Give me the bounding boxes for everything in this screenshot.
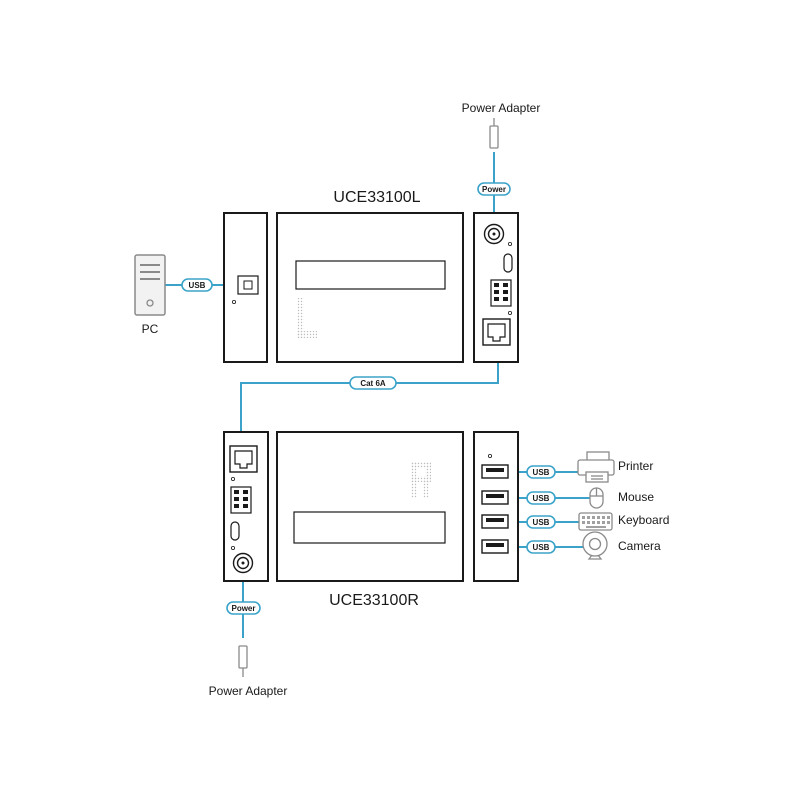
remote-top-body [276, 431, 464, 582]
local-front-slot [295, 260, 446, 290]
remote-unit [223, 431, 519, 582]
local-terminal-block [490, 279, 512, 315]
power-adapter-top-label: Power Adapter [462, 101, 541, 115]
camera-label: Camera [618, 539, 661, 553]
local-unit-model: UCE33100L [333, 189, 420, 206]
svg-text:USB: USB [533, 543, 550, 552]
usb-a-port-1 [481, 464, 509, 479]
keyboard-label: Keyboard [618, 513, 669, 527]
pc-label: PC [142, 322, 159, 336]
keyboard-usb-pill: USB [526, 515, 556, 529]
power-plug-bottom-icon [238, 645, 248, 677]
usb-b-port [231, 275, 259, 304]
svg-text:Power: Power [482, 185, 506, 194]
svg-text:USB: USB [533, 468, 550, 477]
svg-text:Power: Power [231, 604, 255, 613]
usb-a-port-2 [481, 490, 509, 505]
usb-a-port-4 [481, 539, 509, 554]
printer-usb-pill: USB [526, 465, 556, 479]
usb-a-port-3 [481, 514, 509, 529]
keyboard-icon [578, 512, 613, 531]
remote-power-jack [230, 546, 254, 574]
remote-usb-c-port [230, 521, 240, 541]
remote-led [487, 453, 492, 458]
local-rj45-port [482, 318, 511, 346]
svg-text:USB: USB [189, 281, 206, 290]
remote-right-panel [473, 431, 519, 582]
printer-icon [577, 451, 615, 483]
remote-front-slot [293, 511, 446, 544]
power-plug-top-icon [489, 118, 499, 149]
pc-tower-icon [134, 254, 166, 316]
svg-text:USB: USB [533, 518, 550, 527]
mouse-label: Mouse [618, 490, 654, 504]
local-usb-c-port [503, 253, 513, 273]
local-power-jack [483, 223, 512, 246]
power-pill-bottom: Power [226, 601, 261, 615]
camera-usb-pill: USB [526, 540, 556, 554]
camera-icon [582, 531, 608, 560]
power-adapter-bottom-label: Power Adapter [209, 684, 288, 698]
power-pill-top: Power [477, 182, 511, 196]
mouse-usb-pill: USB [526, 491, 556, 505]
pc-usb-pill: USB [181, 278, 213, 292]
remote-unit-model: UCE33100R [329, 592, 419, 609]
svg-text:Cat 6A: Cat 6A [360, 379, 386, 388]
remote-dotted-mark [411, 462, 431, 498]
mouse-icon [589, 487, 604, 509]
local-top-body [276, 212, 464, 363]
remote-rj45-port [229, 445, 258, 481]
cat6a-pill: Cat 6A [349, 376, 397, 390]
remote-terminal-block [230, 486, 252, 514]
svg-text:USB: USB [533, 494, 550, 503]
printer-label: Printer [618, 459, 653, 473]
local-dotted-mark [297, 298, 317, 338]
local-unit [223, 212, 519, 363]
